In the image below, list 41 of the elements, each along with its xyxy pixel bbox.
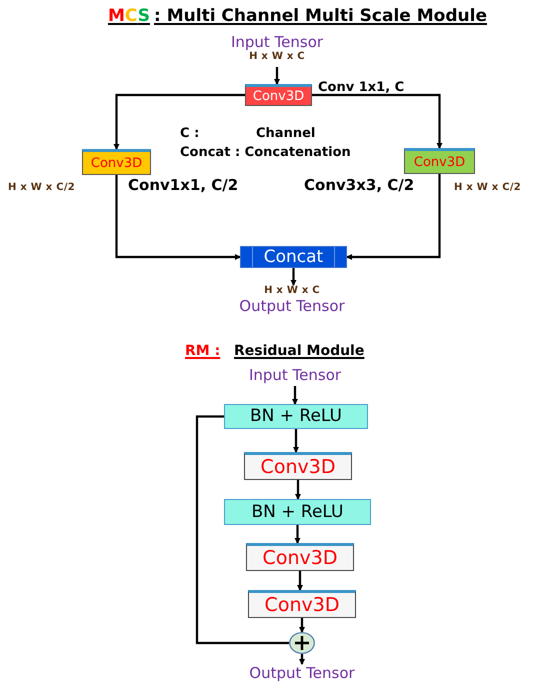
arrow xyxy=(294,525,300,544)
bn-relu-box: BN + ReLU xyxy=(224,499,371,525)
conv-box: Conv3D xyxy=(244,452,352,480)
tensor-label: Input Tensor xyxy=(248,366,342,384)
arrow xyxy=(292,386,298,405)
operation-label: Conv 1x1, C xyxy=(318,79,404,97)
arrow xyxy=(299,618,305,633)
arrow xyxy=(290,268,296,286)
tensor-label: Input Tensor xyxy=(230,33,324,51)
arrow xyxy=(312,94,442,149)
conv-box: Conv3D xyxy=(246,543,354,571)
conv-box: Conv3D xyxy=(248,590,356,618)
conv-box: Conv3D xyxy=(404,148,475,174)
dimension-text: H x W x C/2 xyxy=(8,181,75,195)
heading: RM : xyxy=(185,342,220,361)
legend-text: C : xyxy=(180,125,200,143)
operation-label: Conv1x1, C/2 xyxy=(128,175,238,196)
operation-label: Conv3x3, C/2 xyxy=(304,175,414,196)
heading: Residual Module xyxy=(234,342,364,361)
arrow xyxy=(346,174,441,260)
conv-box: Conv3D xyxy=(245,84,312,106)
sum-circle xyxy=(289,632,315,654)
tensor-label: Output Tensor xyxy=(249,664,355,682)
tensor-label: Output Tensor xyxy=(239,297,345,315)
arrow xyxy=(274,67,280,85)
dimension-text: H x W x C/2 xyxy=(454,181,521,195)
legend-text: Channel xyxy=(256,125,316,143)
conv-box: Conv3D xyxy=(82,149,151,175)
arrow xyxy=(299,654,305,665)
arrow xyxy=(297,571,303,591)
dimension-text: H x W x C xyxy=(249,51,305,63)
bn-relu-box: BN + ReLU xyxy=(224,404,368,429)
legend-text: Concat : Concatenation xyxy=(180,144,351,162)
concat-box: Concat xyxy=(240,246,347,268)
dimension-text: H x W x C xyxy=(264,285,320,297)
arrow xyxy=(293,429,299,453)
arrow xyxy=(114,94,245,150)
heading: : Multi Channel Multi Scale Module xyxy=(154,5,487,28)
arrow xyxy=(295,480,301,500)
arrow xyxy=(115,175,241,260)
heading-abbreviation: MCS xyxy=(108,5,150,28)
